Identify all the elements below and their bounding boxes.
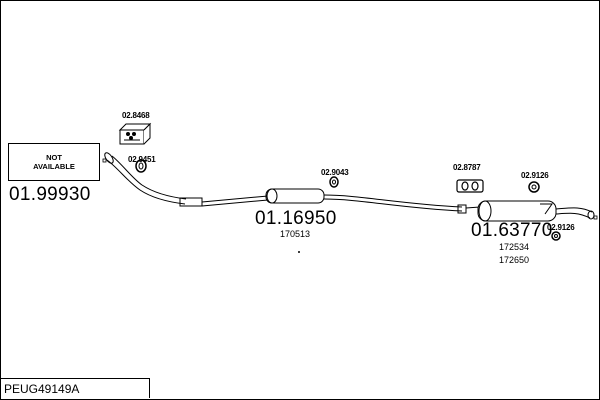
ring-rear-bottom-drawing	[551, 231, 561, 241]
connection-marks	[102, 158, 598, 253]
sub-number-middle-silencer: 170513	[280, 229, 311, 239]
ring-rear-top-drawing	[528, 181, 540, 193]
accessory-number-kit-box: 02.8468	[122, 111, 150, 120]
not-available-line2: AVAILABLE	[33, 162, 75, 171]
mount-rear-drawing	[456, 179, 484, 193]
sub-number-rear-silencer-2: 172650	[499, 255, 530, 265]
middle-silencer-drawing	[265, 188, 467, 214]
reference-code: PEUG49149A	[0, 378, 150, 398]
front-pipe-drawing	[104, 152, 269, 207]
part-number-front-pipe: 01.99930	[9, 184, 91, 205]
accessory-number-mount-rear: 02.8787	[453, 163, 481, 172]
kit-box-drawing	[118, 122, 152, 145]
accessory-number-ring-rear-bottom: 02.9126	[547, 223, 575, 232]
accessory-number-ring-rear-top: 02.9126	[521, 171, 549, 180]
accessory-number-gasket-front: 02.9451	[128, 155, 156, 164]
gasket-front-drawing	[135, 159, 147, 173]
rear-silencer-drawing	[465, 200, 595, 222]
part-number-rear-silencer: 01.63770	[471, 220, 553, 241]
clamp-mid-drawing	[329, 176, 339, 188]
not-available-line1: NOT	[46, 152, 62, 162]
not-available-box: NOT AVAILABLE	[8, 143, 100, 181]
part-number-middle-silencer: 01.16950	[255, 208, 337, 229]
sub-number-rear-silencer-1: 172534	[499, 242, 530, 252]
accessory-number-clamp-mid: 02.9043	[321, 168, 349, 177]
